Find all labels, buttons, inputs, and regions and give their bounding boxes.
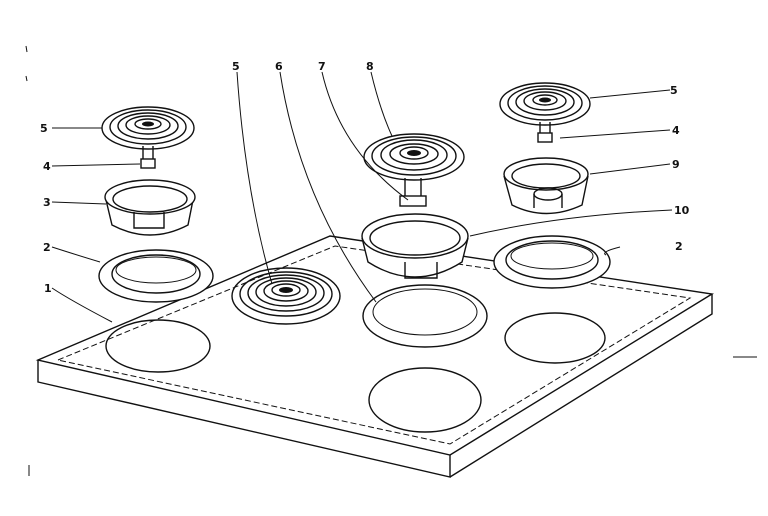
panel-opening-front-right bbox=[368, 367, 482, 433]
callout-4-right: 4 bbox=[672, 124, 680, 137]
trim-ring-right bbox=[493, 235, 611, 289]
callout-6: 6 bbox=[275, 60, 283, 73]
trim-ring-left bbox=[98, 249, 214, 303]
coil-element-left bbox=[101, 106, 195, 169]
callout-labels: 1 2 2 3 4 4 5 5 5 6 7 8 9 10 bbox=[40, 60, 690, 295]
leader-lines bbox=[51, 71, 673, 323]
drip-pan-right bbox=[503, 157, 589, 215]
callout-2-right: 2 bbox=[675, 240, 683, 253]
callout-10: 10 bbox=[674, 204, 690, 217]
panel-opening-left-center bbox=[231, 267, 341, 325]
terminal-block-right bbox=[537, 132, 553, 143]
panel-opening-right bbox=[504, 312, 606, 364]
center-surface-element bbox=[239, 271, 333, 317]
callout-4-left: 4 bbox=[43, 160, 51, 173]
drip-pan-center bbox=[361, 213, 469, 279]
panel-opening-front-left bbox=[105, 319, 211, 373]
terminal-block-center bbox=[399, 195, 427, 207]
panel-opening-rear-center bbox=[362, 284, 488, 348]
callout-2-left: 2 bbox=[43, 241, 51, 254]
callout-7: 7 bbox=[318, 60, 326, 73]
callout-5-left: 5 bbox=[40, 122, 48, 135]
coil-element-center bbox=[363, 133, 465, 207]
coil-element-right bbox=[499, 82, 591, 143]
drip-pan-left bbox=[104, 179, 196, 236]
callout-8: 8 bbox=[366, 60, 374, 73]
callout-5-right: 5 bbox=[670, 84, 678, 97]
callout-5-center: 5 bbox=[232, 60, 240, 73]
callout-3: 3 bbox=[43, 196, 51, 209]
callout-1: 1 bbox=[44, 282, 52, 295]
cooktop-panel bbox=[35, 235, 714, 478]
scan-marks bbox=[25, 45, 757, 476]
callout-9: 9 bbox=[672, 158, 680, 171]
terminal-block-left bbox=[140, 158, 156, 169]
